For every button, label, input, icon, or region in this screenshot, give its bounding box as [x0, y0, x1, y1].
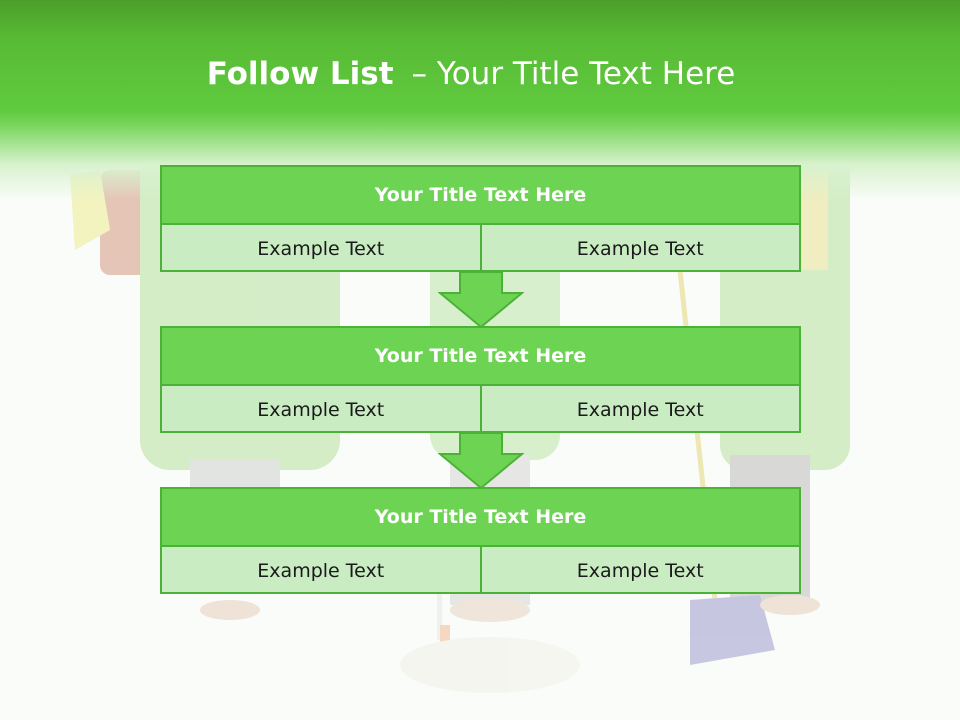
list-block-2: Your Title Text Here Example Text Exampl… — [160, 326, 801, 433]
down-arrow-icon — [438, 432, 524, 490]
block-title: Your Title Text Here — [162, 489, 799, 547]
list-block-3: Your Title Text Here Example Text Exampl… — [160, 487, 801, 594]
slide-title-rest: – Your Title Text Here — [411, 56, 736, 92]
block-right-text: Example Text — [576, 559, 704, 582]
block-right-text: Example Text — [576, 398, 704, 421]
block-title: Your Title Text Here — [162, 167, 799, 225]
block-title: Your Title Text Here — [162, 328, 799, 386]
block-left-text: Example Text — [162, 547, 482, 594]
down-arrow-icon — [438, 271, 524, 329]
block-right-text: Example Text — [576, 237, 704, 260]
block-left-text: Example Text — [162, 225, 482, 272]
block-left-text: Example Text — [162, 386, 482, 433]
slide-title: Follow List – Your Title Text Here — [0, 56, 942, 92]
list-block-1: Your Title Text Here Example Text Exampl… — [160, 165, 801, 272]
slide-title-bold: Follow List — [206, 56, 394, 92]
